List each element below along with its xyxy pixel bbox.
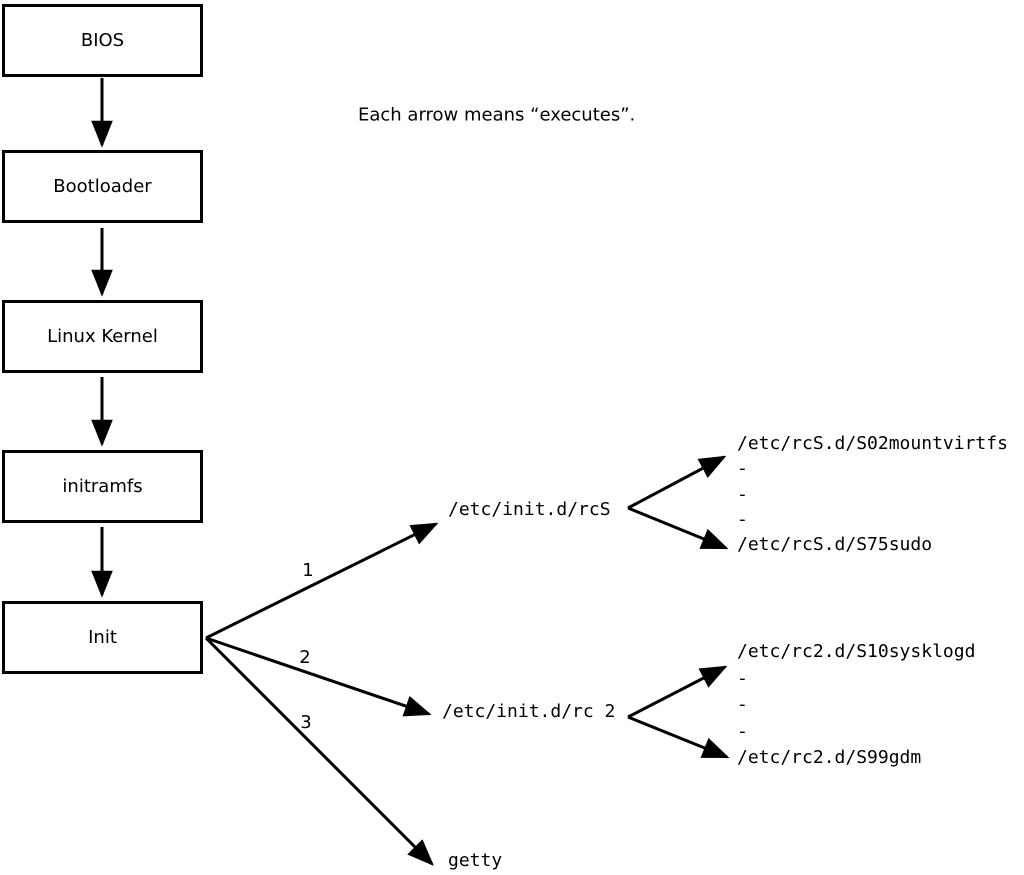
node-bios: BIOS xyxy=(2,4,203,77)
branch-3-number: 3 xyxy=(300,712,312,733)
rc2-script-ellipsis-2: - xyxy=(737,694,748,715)
arrow-rc2-to-first-script xyxy=(627,665,728,719)
arrow-rc2-to-last-script xyxy=(627,715,730,759)
rc2-script-first: /etc/rc2.d/S10sysklogd xyxy=(737,641,976,662)
target-getty: getty xyxy=(448,850,503,871)
arrow-rcS-to-first-script xyxy=(627,455,727,510)
branch-1-number: 1 xyxy=(302,560,314,581)
node-initramfs-label: initramfs xyxy=(62,475,143,497)
node-initramfs: initramfs xyxy=(2,450,203,523)
node-bios-label: BIOS xyxy=(80,29,125,51)
node-init: Init xyxy=(2,601,203,674)
arrow-init-to-getty xyxy=(204,636,434,866)
arrow-init-to-rcS xyxy=(205,522,439,640)
rcS-script-last: /etc/rcS.d/S75sudo xyxy=(737,534,933,555)
rc2-script-ellipsis-1: - xyxy=(737,668,748,689)
legend-note: Each arrow means “executes”. xyxy=(358,104,636,126)
rcS-script-ellipsis-1: - xyxy=(737,458,748,479)
rcS-script-ellipsis-3: - xyxy=(737,509,748,530)
rcS-script-first: /etc/rcS.d/S02mountvirtfs xyxy=(737,433,1008,454)
arrow-rcS-to-last-script xyxy=(627,506,729,550)
node-bootloader: Bootloader xyxy=(2,150,203,223)
rc2-script-ellipsis-3: - xyxy=(737,721,748,742)
target-rcS: /etc/init.d/rcS xyxy=(448,499,611,520)
branch-2-number: 2 xyxy=(299,647,311,668)
node-linux-kernel-label: Linux Kernel xyxy=(47,325,158,347)
node-bootloader-label: Bootloader xyxy=(53,175,152,197)
rcS-script-ellipsis-2: - xyxy=(737,484,748,505)
rc2-script-last: /etc/rc2.d/S99gdm xyxy=(737,747,922,768)
node-init-label: Init xyxy=(88,626,117,648)
node-linux-kernel: Linux Kernel xyxy=(2,300,203,373)
arrow-init-to-rc2 xyxy=(205,636,432,717)
target-rc2: /etc/init.d/rc 2 xyxy=(442,701,616,722)
